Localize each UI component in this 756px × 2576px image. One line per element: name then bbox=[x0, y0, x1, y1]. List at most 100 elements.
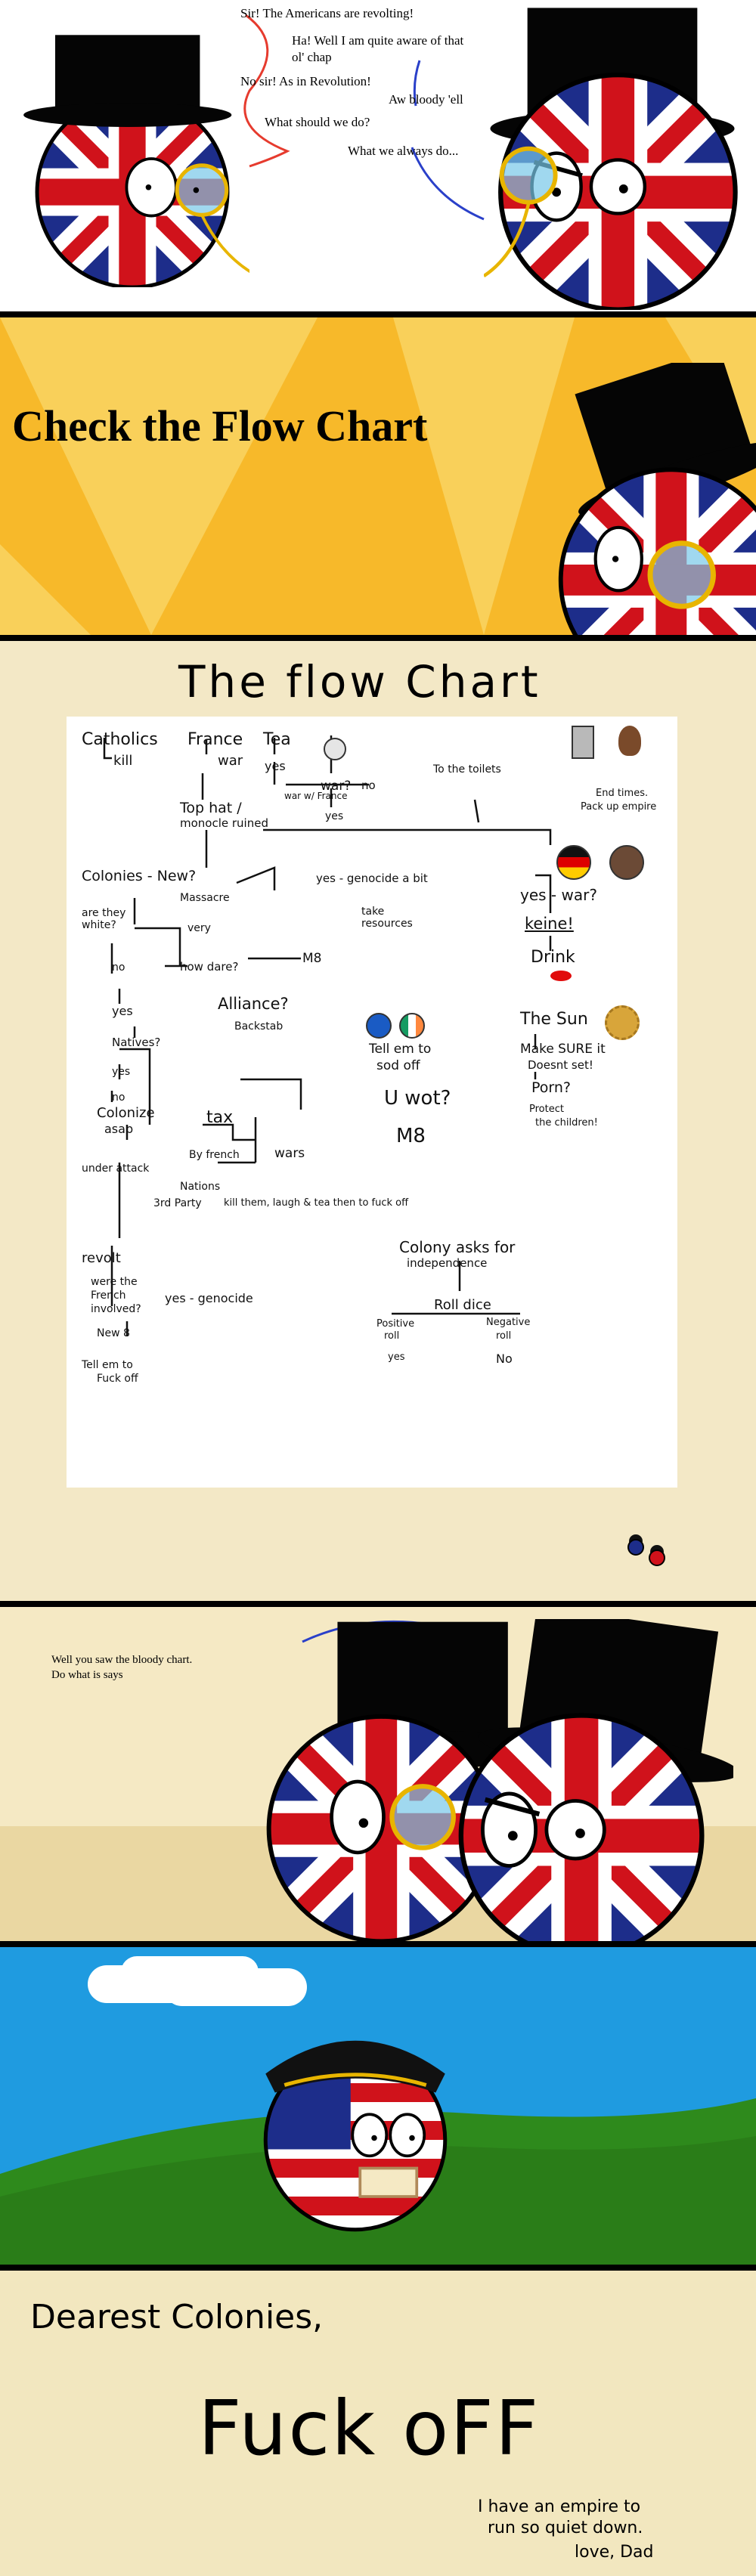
panel-check-chart: Check the Flow Chart bbox=[0, 317, 756, 635]
fc-children: the children! bbox=[535, 1117, 598, 1129]
fc-were-french: were the bbox=[91, 1276, 138, 1288]
fc-toilets: To the toilets bbox=[433, 763, 501, 776]
fc-no4: No bbox=[496, 1351, 513, 1366]
fc-asap: asap bbox=[104, 1122, 134, 1136]
fc-yes4: yes bbox=[112, 1066, 131, 1078]
bavaria-ball-icon bbox=[609, 845, 644, 880]
dialogue-line-7: What we always do... bbox=[348, 144, 459, 158]
fc-negative: Negative bbox=[486, 1317, 531, 1328]
fc-war-q: war? bbox=[321, 779, 352, 794]
fc-catholics: Catholics bbox=[82, 730, 158, 749]
fc-wars: wars bbox=[274, 1146, 305, 1161]
fc-no3: no bbox=[112, 1091, 125, 1104]
dialogue-line-2: Ha! Well I am quite aware of that bbox=[292, 33, 464, 48]
fc-tell-sod: Tell em to bbox=[369, 1042, 432, 1057]
panel-title: Check the Flow Chart bbox=[12, 401, 428, 450]
letter-greeting: Dearest Colonies, bbox=[30, 2298, 324, 2336]
usa-ball bbox=[263, 2040, 448, 2232]
fc-m8b: M8 bbox=[396, 1125, 426, 1147]
panel-letter: Dearest Colonies, Fuck oFF I have an emp… bbox=[0, 2271, 756, 2576]
tiny-uk-ball-1 bbox=[627, 1539, 644, 1556]
fc-yes1: yes bbox=[265, 759, 286, 773]
letter-message: Fuck oFF bbox=[198, 2384, 541, 2472]
uk-ball-left bbox=[15, 35, 249, 287]
fc-how-dare: how dare? bbox=[180, 960, 239, 974]
fc-yes-war: yes - war? bbox=[520, 886, 597, 904]
fc-the-sun: The Sun bbox=[520, 1010, 588, 1029]
flow-chart-heading: The flow Chart bbox=[178, 656, 541, 707]
dialogue-line-3: ol' chap bbox=[292, 50, 332, 64]
fc-very: very bbox=[187, 922, 211, 934]
fc-natives: Natives? bbox=[112, 1036, 161, 1049]
fc-colonize: Colonize bbox=[97, 1105, 155, 1121]
fc-pack-empire: Pack up empire bbox=[581, 801, 657, 813]
dialogue-line-5: Aw bloody 'ell bbox=[389, 92, 463, 107]
uk-ball-right bbox=[484, 8, 741, 310]
ireland-ball-icon bbox=[399, 1013, 425, 1039]
speech-lines bbox=[243, 14, 485, 221]
fc-backstab: Backstab bbox=[234, 1020, 284, 1033]
germany-ball-icon bbox=[556, 845, 591, 880]
fc-white: are they white? bbox=[82, 907, 126, 931]
fc-roll-dice: Roll dice bbox=[434, 1297, 491, 1313]
fc-tell-fuck: Tell em to bbox=[82, 1359, 133, 1371]
fc-third-party: 3rd Party bbox=[153, 1197, 202, 1209]
fc-drink: Drink bbox=[531, 948, 575, 967]
fc-keine: keine! bbox=[525, 915, 574, 933]
speech-line-1: Well you saw the bloody chart. bbox=[51, 1654, 193, 1666]
fc-uwot: U wot? bbox=[384, 1087, 451, 1110]
sun-icon bbox=[605, 1005, 640, 1040]
panel-do-what-it-says: Well you saw the bloody chart. Do what i… bbox=[0, 1607, 756, 1941]
fc-independence: independence bbox=[407, 1256, 488, 1270]
fc-now8: New 8 bbox=[97, 1327, 130, 1339]
fc-roll-b: roll bbox=[496, 1330, 512, 1342]
fc-yes2: yes bbox=[325, 810, 344, 822]
fc-massacre: Massacre bbox=[180, 892, 230, 904]
fc-yes5: yes bbox=[388, 1351, 405, 1363]
fc-yes-genocide2: yes - genocide bbox=[165, 1291, 253, 1305]
fc-tea: Tea bbox=[263, 730, 291, 749]
fc-kill: kill bbox=[113, 753, 133, 769]
bear-icon bbox=[618, 726, 641, 756]
fc-were-french2: French bbox=[91, 1290, 126, 1302]
fc-france: France bbox=[187, 730, 243, 749]
cloud bbox=[88, 1965, 231, 2003]
dialogue-line-6: What should we do? bbox=[265, 115, 370, 129]
panel-american-colony bbox=[0, 1947, 756, 2265]
fc-sod-off: sod off bbox=[376, 1058, 420, 1073]
fc-doesnt-set: Doesnt set! bbox=[528, 1058, 593, 1072]
vatican-ball-icon bbox=[324, 738, 346, 760]
uk-ball-front bbox=[454, 1619, 733, 1941]
dialogue-line-4: No sir! As in Revolution! bbox=[240, 74, 371, 88]
fc-no1: no bbox=[361, 779, 376, 792]
fc-fuck-off: Fuck off bbox=[97, 1373, 138, 1385]
fc-yes3: yes bbox=[112, 1004, 133, 1018]
fc-war: war bbox=[218, 753, 243, 769]
fc-porn: Porn? bbox=[531, 1079, 572, 1096]
fc-colony-asks: Colony asks for bbox=[399, 1238, 516, 1256]
fc-under-attack: under attack bbox=[82, 1163, 150, 1175]
fc-alliance: Alliance? bbox=[218, 995, 289, 1013]
fc-yes-genocide: yes - genocide a bit bbox=[316, 872, 428, 885]
fc-roll-a: roll bbox=[384, 1330, 400, 1342]
blood-splash bbox=[550, 971, 572, 981]
letter-note-2: run so quiet down. bbox=[488, 2519, 643, 2537]
tiny-uk-ball-2 bbox=[649, 1550, 665, 1566]
fc-colonies-new: Colonies - New? bbox=[82, 868, 197, 884]
letter-note-1: I have an empire to bbox=[478, 2497, 641, 2516]
fc-tax: tax bbox=[206, 1108, 234, 1127]
fc-no2: no bbox=[112, 961, 125, 974]
flow-chart-sheet: Catholics kill France war Tea yes Top ha… bbox=[67, 717, 677, 1488]
flow-chart-lines bbox=[103, 735, 552, 1336]
fc-war-france: war w/ France bbox=[284, 791, 348, 801]
fc-make-sure: Make SURE it bbox=[520, 1042, 606, 1057]
fc-by-french: By french bbox=[189, 1149, 240, 1161]
fc-protect: Protect bbox=[529, 1104, 564, 1115]
fc-m8: M8 bbox=[302, 951, 322, 966]
fc-positive: Positive bbox=[376, 1318, 415, 1330]
fc-end-times: End times. bbox=[596, 788, 649, 799]
fc-revolt: revolt bbox=[82, 1250, 121, 1266]
fc-involved: involved? bbox=[91, 1303, 141, 1315]
dialogue-line-1: Sir! The Americans are revolting! bbox=[240, 6, 414, 20]
fc-take-resources: take resources bbox=[361, 906, 413, 930]
